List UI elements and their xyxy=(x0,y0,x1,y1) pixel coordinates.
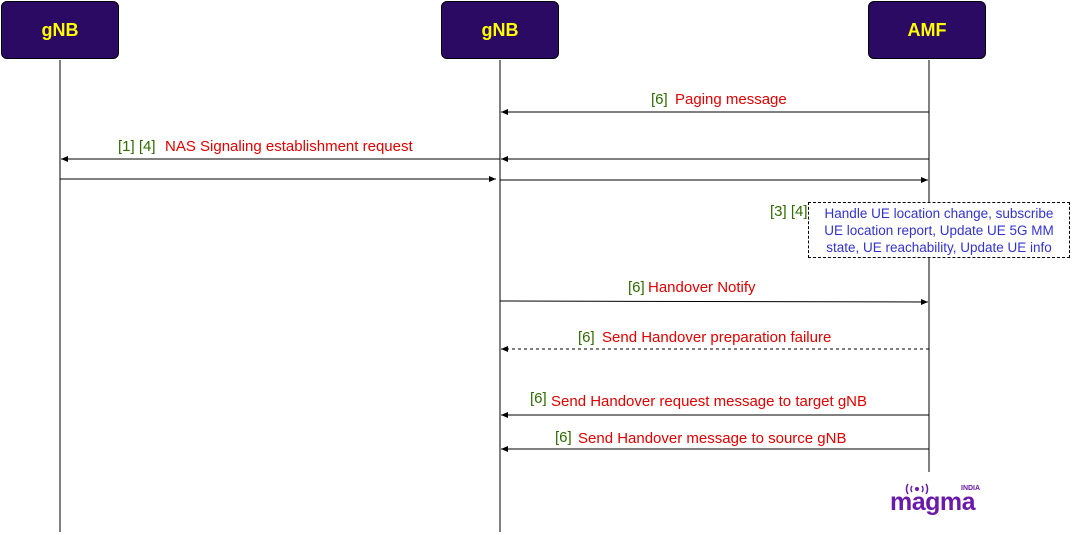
message-label: Handover Notify xyxy=(648,279,756,296)
message-label: Paging message xyxy=(675,91,787,108)
note-line: UE location report, Update UE 5G MM xyxy=(824,223,1054,238)
note-step-number: [3] [4] xyxy=(770,203,808,220)
signal-tower-icon xyxy=(905,483,929,495)
logo-tag: INDIA xyxy=(961,485,981,492)
message-label: Send Handover preparation failure xyxy=(602,329,831,346)
actor-label: AMF xyxy=(907,19,947,40)
step-number: [6] xyxy=(651,91,668,108)
logo-wordmark: magma xyxy=(890,488,976,516)
step-number: [6] xyxy=(578,329,595,346)
step-number: [6] xyxy=(628,279,645,296)
arrow-handover-notify xyxy=(499,298,929,305)
step-number: [1] [4] xyxy=(118,138,156,155)
actor-label: gNB xyxy=(481,19,519,40)
note-line: Handle UE location change, subscribe xyxy=(824,206,1054,221)
magma-logo: magma INDIA xyxy=(890,482,982,516)
step-number: [6] xyxy=(530,390,547,407)
step-number: [6] xyxy=(555,429,572,446)
note-line: state, UE reachability, Update UE info xyxy=(826,240,1052,255)
actor-gnb-left: gNB xyxy=(1,1,119,59)
actor-gnb-middle: gNB xyxy=(441,1,559,59)
message-label: NAS Signaling establishment request xyxy=(165,138,413,155)
amf-processing-note: Handle UE location change, subscribe UE … xyxy=(808,202,1070,258)
actor-amf: AMF xyxy=(868,1,986,59)
actor-label: gNB xyxy=(41,19,79,40)
message-label: Send Handover message to source gNB xyxy=(578,430,846,447)
message-label: Send Handover request message to target … xyxy=(551,393,867,410)
